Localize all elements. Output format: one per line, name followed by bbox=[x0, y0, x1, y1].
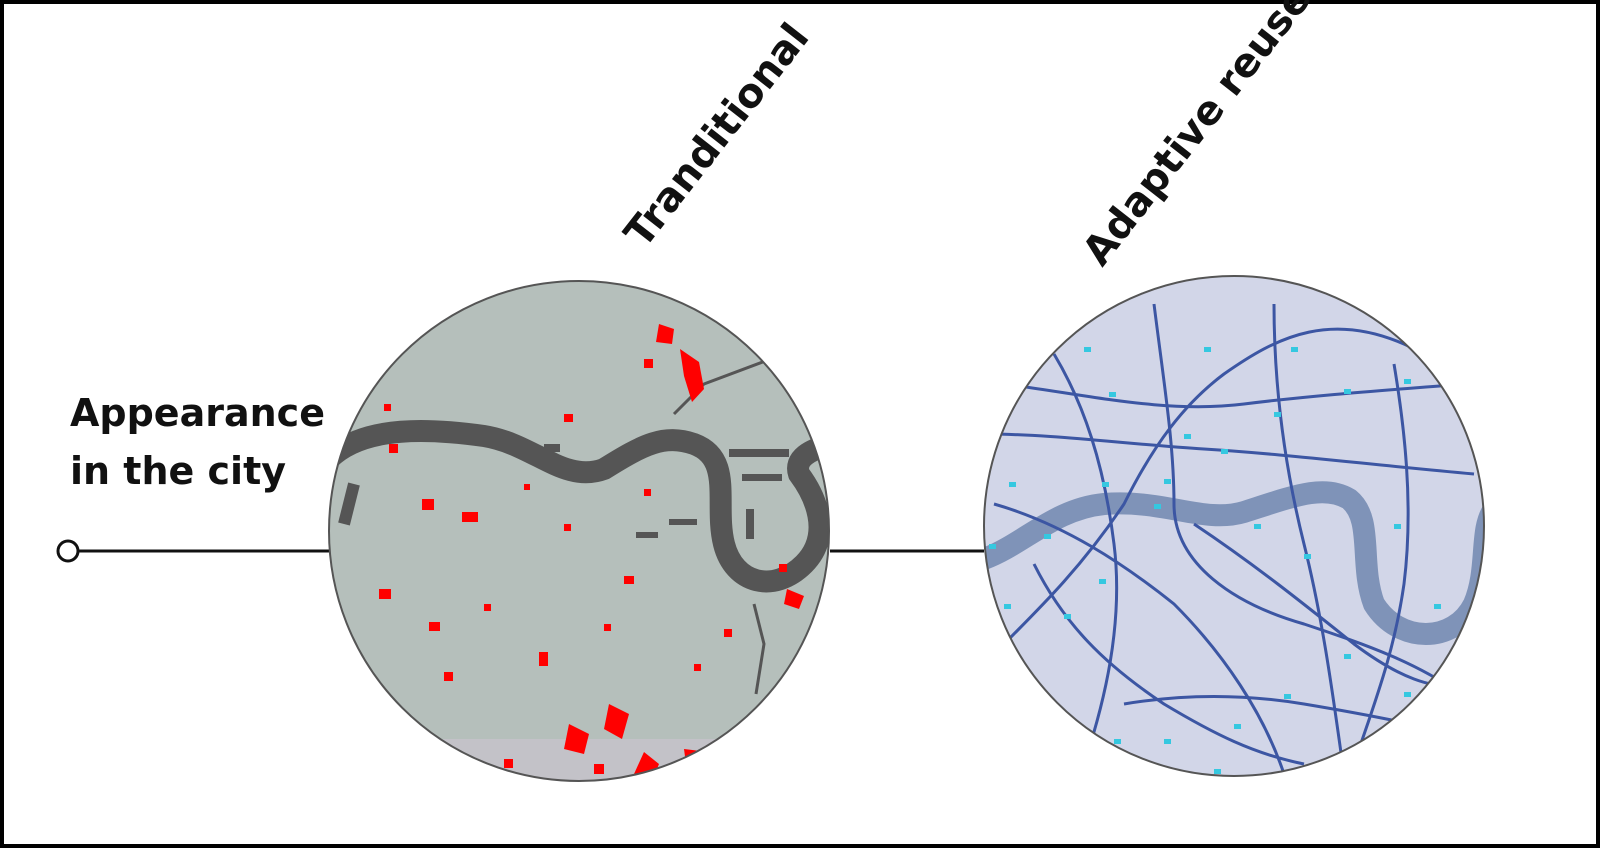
red-buildings bbox=[379, 324, 804, 781]
traditional-map bbox=[328, 280, 830, 782]
diagram-svg bbox=[56, 275, 1485, 782]
row-label: Appearance in the city bbox=[70, 384, 325, 500]
timeline-connector bbox=[56, 539, 984, 563]
row-label-line2: in the city bbox=[70, 449, 287, 493]
timeline-start-node bbox=[56, 539, 80, 563]
adaptive-reuse-map bbox=[983, 275, 1485, 777]
road-network bbox=[984, 303, 1475, 775]
river-thames-traditional bbox=[329, 419, 829, 593]
network-nodes bbox=[989, 347, 1441, 774]
row-label-line1: Appearance bbox=[70, 391, 325, 435]
